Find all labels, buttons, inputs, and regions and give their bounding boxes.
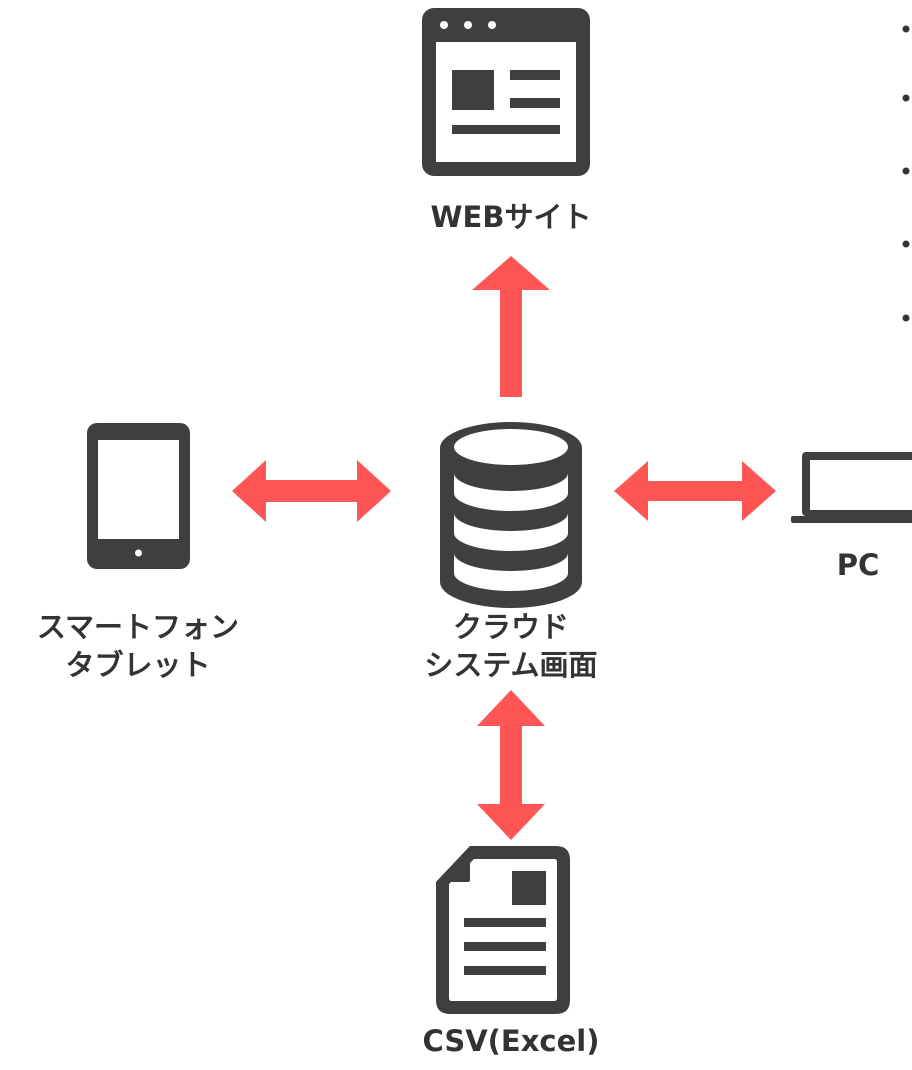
- arrow-cloud-tablet: [232, 460, 391, 522]
- pc-label: PC: [818, 546, 898, 584]
- tablet-icon: [87, 423, 190, 569]
- arrow-cloud-csv: [477, 690, 545, 840]
- bullet-list: [902, 25, 910, 322]
- laptop-icon: [791, 452, 912, 523]
- bullet-dot: [902, 167, 910, 175]
- arrow-up-to-web: [472, 256, 550, 397]
- bullet-dot: [902, 94, 910, 102]
- cloud-label: クラウド システム画面: [386, 608, 636, 684]
- cloud-label-line1: クラウド: [452, 610, 569, 644]
- bullet-dot: [902, 25, 910, 33]
- csv-label: CSV(Excel): [381, 1022, 641, 1060]
- mobile-label-line1: スマートフォン: [36, 610, 240, 644]
- web-browser-icon: [422, 8, 590, 176]
- pc-label-text: PC: [836, 548, 880, 582]
- web-label-text: WEBサイト: [430, 200, 592, 234]
- bullet-dot: [902, 240, 910, 248]
- web-label: WEBサイト: [411, 198, 611, 236]
- mobile-label: スマートフォン タブレット: [8, 608, 268, 684]
- mobile-label-line2: タブレット: [65, 648, 211, 682]
- cloud-label-line2: システム画面: [424, 648, 598, 682]
- database-icon: [440, 422, 582, 608]
- arrow-cloud-pc: [614, 461, 776, 521]
- document-icon: [436, 846, 570, 1014]
- bullet-dot: [902, 314, 910, 322]
- csv-label-text: CSV(Excel): [422, 1024, 600, 1058]
